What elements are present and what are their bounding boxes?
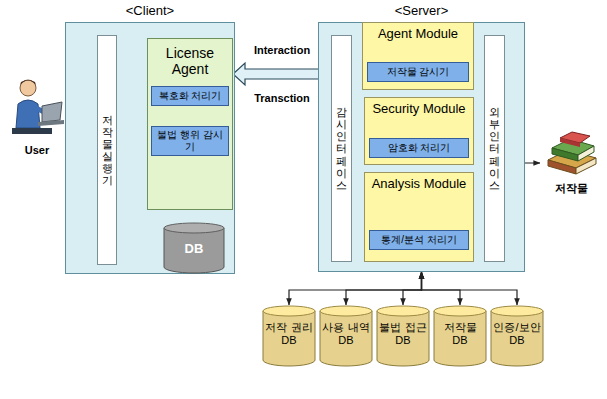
node-title: 감시 인터페이스 [336, 106, 347, 191]
connector-label: Interaction [254, 44, 310, 56]
node-title: License Agent [148, 39, 232, 77]
node-title: 저작물 DB [433, 305, 487, 346]
process-box: 복호화 처리기 [151, 86, 229, 106]
node-title: 사용 내역 DB [319, 305, 373, 346]
connector [289, 272, 422, 305]
node-title: Agent Module [363, 23, 473, 42]
module-box: Agent Module 저작물 감시기 [362, 22, 474, 90]
interface-band: 외부 인터페이스 [484, 35, 505, 262]
connector-label: Transction [254, 92, 310, 104]
database-cylinder: 불법 접근 DB [376, 305, 430, 367]
server-panel: <Server>감시 인터페이스Agent Module저작물 감시기Secur… [318, 22, 525, 272]
node-title: 통계/분석 처리기 [381, 234, 457, 246]
node-title: 인증/보안 DB [490, 305, 544, 346]
node-title: 복호화 처리기 [159, 90, 222, 102]
interface-band: 감시 인터페이스 [331, 35, 352, 262]
connector [233, 63, 331, 85]
client-panel: <Client>저작물 실행기License Agent복호화 처리기불법 행위… [65, 22, 235, 274]
connector [422, 272, 461, 305]
agent-box: License Agent 복호화 처리기불법 행위 감시기 [147, 38, 233, 210]
database-cylinder: 저작 권리 DB [262, 305, 316, 367]
database-cylinder: 사용 내역 DB [319, 305, 373, 367]
node-title: 불법 접근 DB [376, 305, 430, 346]
database-cylinder: DB [163, 222, 225, 274]
node-title: 저작물 [534, 181, 607, 196]
database-cylinder: 저작물 DB [433, 305, 487, 367]
connector [422, 272, 518, 305]
database-cylinder: 인증/보안 DB [490, 305, 544, 367]
module-box: Security Module 암호화 처리기 [364, 97, 474, 165]
node-title: <Server> [319, 3, 524, 18]
books-figure [540, 130, 602, 176]
node-title: Security Module [365, 98, 473, 117]
node-title: 외부 인터페이스 [489, 106, 500, 191]
node-title: User [2, 144, 72, 156]
node-title: 암호화 처리기 [388, 142, 451, 154]
user-figure [8, 76, 66, 138]
connector [346, 272, 422, 305]
process-box: 통계/분석 처리기 [369, 230, 469, 250]
module-box: Analysis Module 통계/분석 처리기 [364, 172, 474, 262]
node-title: 불법 행위 감시기 [154, 129, 226, 153]
node-title: 저작물 감시기 [387, 66, 450, 78]
process-box: 암호화 처리기 [369, 138, 469, 158]
connector [403, 272, 422, 305]
process-box: 불법 행위 감시기 [151, 126, 229, 156]
user-icon: User [8, 76, 66, 156]
node-title: 저작물 실행기 [102, 114, 113, 187]
node-title: DB [163, 222, 225, 257]
interface-band: 저작물 실행기 [97, 35, 117, 265]
node-title: <Client> [66, 3, 234, 18]
node-title: Analysis Module [365, 173, 473, 192]
content-icon: 저작물 [540, 130, 602, 196]
node-title: 저작 권리 DB [262, 305, 316, 346]
process-box: 저작물 감시기 [367, 62, 469, 82]
